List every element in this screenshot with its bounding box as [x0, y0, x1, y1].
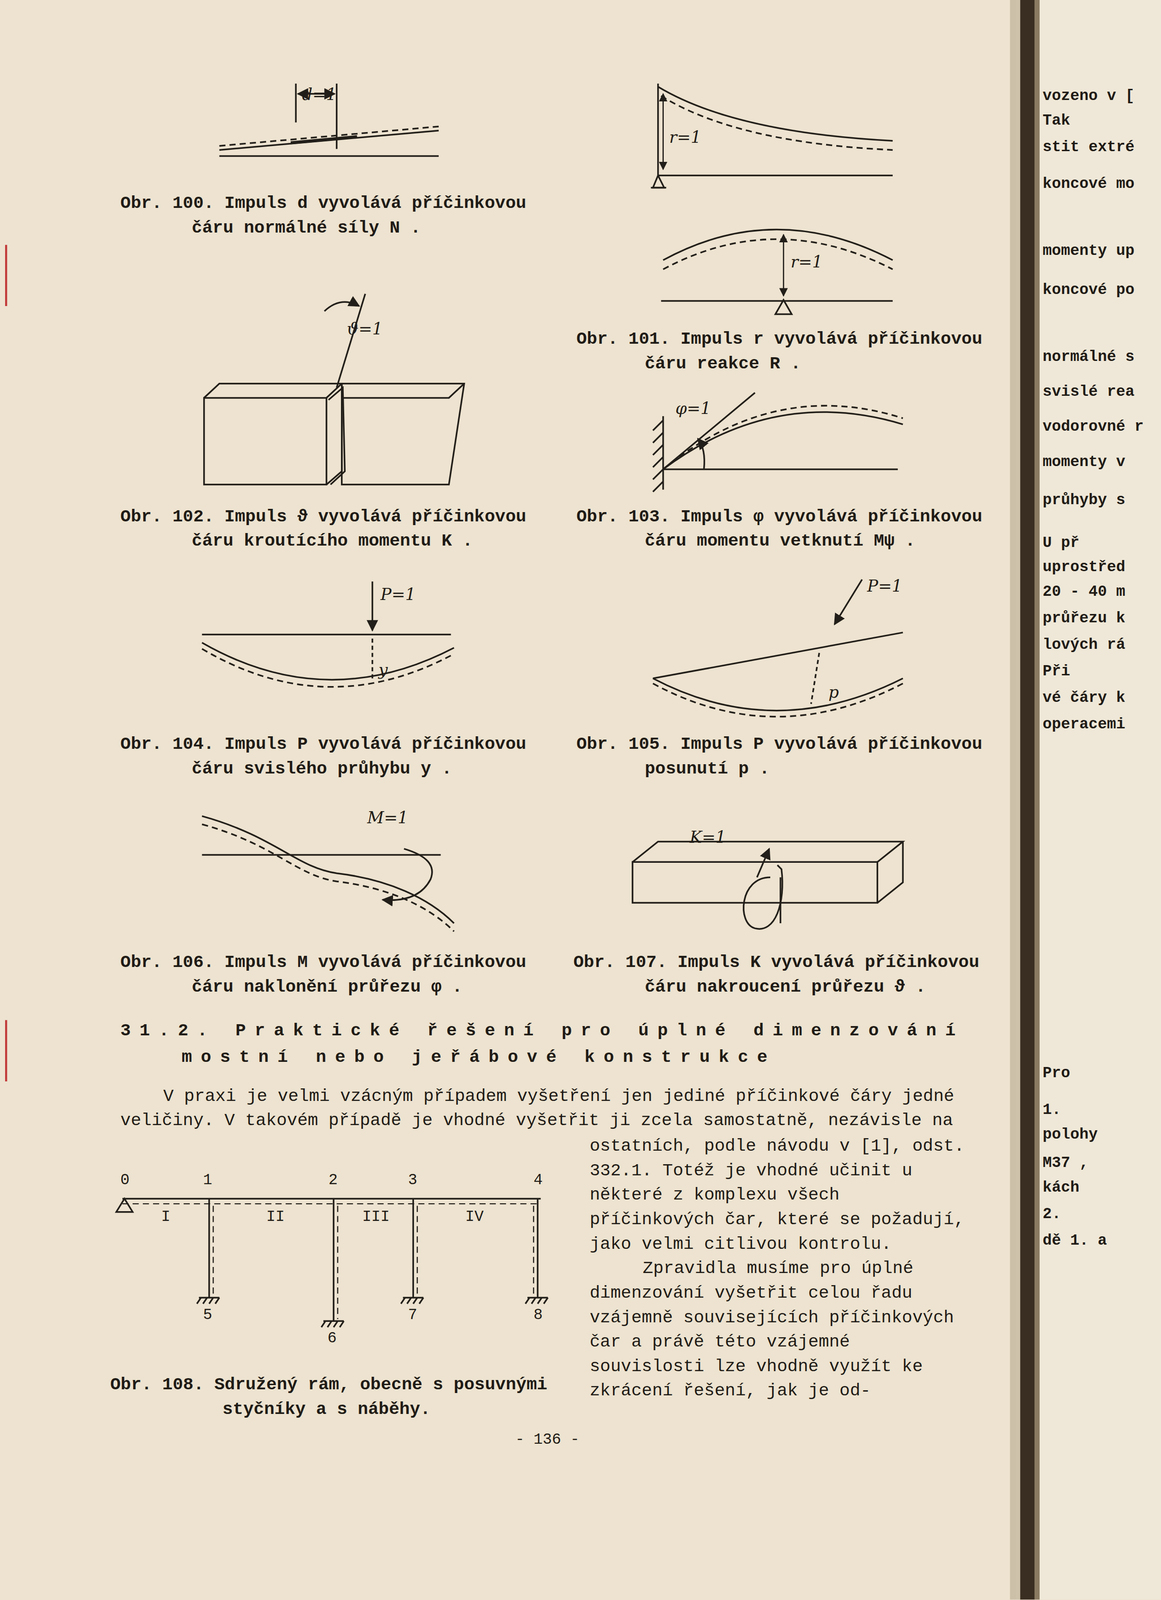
cropped-text: normálné s — [1042, 348, 1135, 367]
page-number: - 136 - — [515, 1432, 580, 1449]
callout-number: 1 — [202, 1173, 213, 1190]
paragraph: ostatních, podle návodu v [1], odst. 332… — [589, 1134, 974, 1257]
cropped-text: momenty v — [1042, 453, 1126, 473]
cropped-text: operacemi — [1042, 716, 1126, 735]
figure-caption: Obr. 101. Impuls r vyvolává příčinkovou … — [576, 327, 1015, 377]
callout-number: I — [161, 1209, 171, 1227]
cropped-text: vé čáry k — [1042, 689, 1126, 708]
dimension-label: M=1 — [367, 808, 409, 828]
callout-number: III — [362, 1209, 390, 1227]
cropped-text: vodorovné r — [1042, 418, 1144, 437]
callout-number: II — [266, 1209, 285, 1227]
callout-number: 4 — [533, 1173, 543, 1190]
dimension-label: φ=1 — [675, 400, 711, 419]
figure-caption: Obr. 104. Impuls P vyvolává příčinkovou … — [120, 732, 560, 782]
dimension-label: d=1 — [301, 85, 337, 104]
figure-caption: Obr. 102. Impuls ϑ vyvolává příčinkovou … — [120, 505, 560, 554]
section-heading: 31.2. Praktické řešení pro úplné dimenzo… — [120, 1018, 1019, 1072]
cropped-text: Při — [1042, 663, 1071, 682]
cropped-text: momenty up — [1042, 242, 1135, 261]
cropped-text: koncové mo — [1042, 175, 1135, 194]
figure-caption: Obr. 105. Impuls P vyvolává příčinkovou … — [576, 732, 1015, 782]
cropped-text: 1. — [1042, 1101, 1062, 1121]
dimension-label: K=1 — [689, 828, 727, 847]
cropped-text: koncové po — [1042, 281, 1135, 300]
cropped-text: polohy — [1042, 1126, 1098, 1145]
cropped-text: vozeno v [ — [1042, 87, 1135, 107]
figure-caption: Obr. 108. Sdružený rám, obecně s posuvný… — [110, 1373, 590, 1422]
callout-number: 0 — [120, 1173, 130, 1190]
callout-number: 7 — [407, 1307, 418, 1325]
cropped-text: 20 - 40 m — [1042, 583, 1126, 602]
cropped-text: uprostřed — [1042, 559, 1126, 578]
dimension-label: r=1 — [790, 253, 823, 272]
cropped-text: M37 , — [1042, 1154, 1089, 1174]
dimension-label: P=1 — [867, 577, 902, 596]
cropped-text: 2. — [1042, 1206, 1062, 1225]
callout-number: 2 — [328, 1173, 338, 1190]
callout-number: IV — [465, 1209, 484, 1227]
cropped-text: dě 1. a — [1042, 1232, 1108, 1251]
paragraph: Zpravidla musíme pro úplné dimenzování v… — [589, 1256, 974, 1404]
cropped-text: průhyby s — [1042, 491, 1126, 510]
dimension-label: ϑ=1 — [346, 320, 383, 339]
callout-number: 8 — [533, 1307, 543, 1325]
cropped-text: průřezu k — [1042, 610, 1126, 629]
cropped-text: Pro — [1042, 1065, 1071, 1084]
cropped-text: svislé rea — [1042, 383, 1135, 402]
cropped-text: Tak — [1042, 112, 1071, 131]
dimension-label: y — [378, 660, 388, 680]
paragraph: V praxi je velmi vzácným případem vyšetř… — [120, 1084, 972, 1134]
callout-number: 6 — [327, 1331, 337, 1348]
cropped-text: lových rá — [1042, 636, 1126, 655]
callout-number: 5 — [202, 1307, 213, 1325]
figure-caption: Obr. 107. Impuls K vyvolává příčinkovou … — [573, 950, 1013, 1000]
figure-caption: Obr. 106. Impuls M vyvolává příčinkovou … — [120, 950, 560, 1000]
dimension-label: P=1 — [380, 585, 416, 604]
figure-caption: Obr. 100. Impuls d vyvolává příčinkovou … — [120, 191, 560, 241]
figure-caption: Obr. 103. Impuls φ vyvolává příčinkovou … — [576, 505, 1015, 554]
callout-number: 3 — [407, 1173, 418, 1190]
dimension-label: p — [828, 683, 839, 702]
dimension-label: r=1 — [669, 128, 702, 147]
cropped-text: stit extré — [1042, 138, 1135, 157]
cropped-text: U př — [1042, 534, 1080, 553]
cropped-text: kách — [1042, 1179, 1080, 1198]
